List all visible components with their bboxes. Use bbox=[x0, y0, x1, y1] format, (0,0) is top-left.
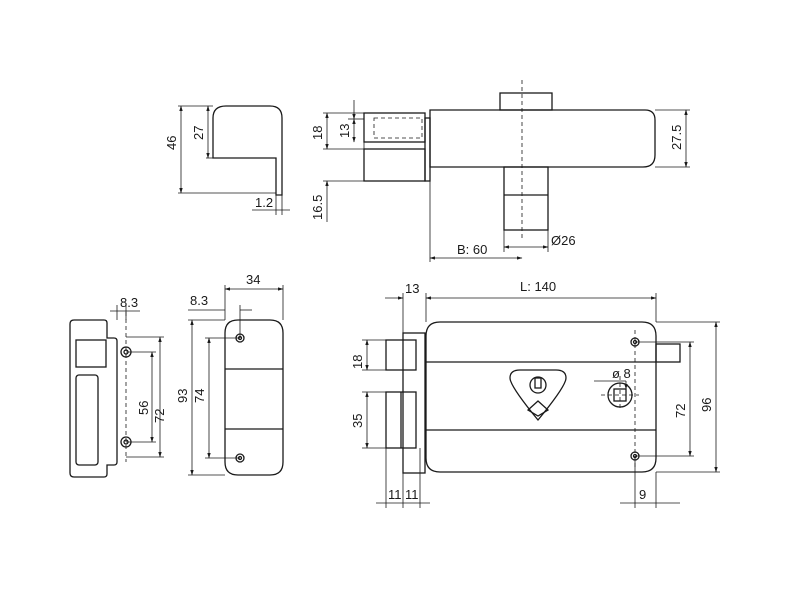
keeper-dim-93: 93 bbox=[175, 389, 190, 403]
keyhole-icon bbox=[529, 376, 547, 394]
side-view: 46 27 1.2 bbox=[164, 105, 290, 215]
front-view-key-escutcheon bbox=[509, 369, 567, 422]
keeper-dim-8-3: 8.3 bbox=[190, 293, 208, 308]
top-dim-18: 18 bbox=[310, 126, 325, 140]
front-dim-72: 72 bbox=[673, 404, 688, 418]
front-view-release-button bbox=[655, 343, 681, 363]
side-dim-1-2: 1.2 bbox=[255, 195, 273, 210]
front-view-case bbox=[425, 321, 657, 473]
top-dim-cylinder: Ø26 bbox=[551, 233, 576, 248]
strike-dim-8-3: 8.3 bbox=[120, 295, 138, 310]
strike-plate: 8.3 56 72 bbox=[69, 295, 167, 478]
front-dim-length: L: 140 bbox=[520, 279, 556, 294]
brand-logo-icon bbox=[526, 400, 550, 417]
top-dim-16-5: 16.5 bbox=[310, 195, 325, 220]
strike-dim-56: 56 bbox=[136, 401, 151, 415]
front-dim-13: 13 bbox=[405, 281, 419, 296]
front-dim-11b: 11 bbox=[405, 487, 419, 502]
top-view-cylinder-head bbox=[499, 92, 553, 111]
front-view-mount-plate bbox=[402, 332, 426, 474]
top-dim-backset: B: 60 bbox=[457, 242, 487, 257]
keeper-dim-74: 74 bbox=[192, 389, 207, 403]
front-dim-hole: ø 8 bbox=[612, 366, 631, 381]
top-dim-27-5: 27.5 bbox=[669, 125, 684, 150]
strike-dim-72: 72 bbox=[152, 409, 167, 423]
strike-plate-outline bbox=[69, 319, 118, 478]
top-view-case bbox=[429, 109, 656, 168]
front-dim-9: 9 bbox=[639, 487, 646, 502]
side-dim-27: 27 bbox=[191, 126, 206, 140]
top-view-mount-plate bbox=[424, 117, 431, 182]
top-view: 18 13 16.5 27.5 B: 60 Ø26 bbox=[310, 80, 690, 262]
front-view: ø 8 13 L: 140 18 35 11 11 72 96 bbox=[350, 279, 720, 508]
side-view-outline bbox=[212, 105, 283, 196]
keeper-dim-34: 34 bbox=[246, 272, 260, 287]
keeper: 34 8.3 93 74 bbox=[175, 272, 284, 476]
top-dim-13: 13 bbox=[337, 124, 352, 138]
front-dim-18: 18 bbox=[350, 355, 365, 369]
front-dim-96: 96 bbox=[699, 398, 714, 412]
keeper-outline bbox=[224, 319, 284, 476]
front-view-latch-bolt bbox=[385, 339, 417, 371]
front-dim-35: 35 bbox=[350, 414, 365, 428]
side-dim-46: 46 bbox=[164, 136, 179, 150]
front-dim-11a: 11 bbox=[388, 487, 402, 502]
top-view-cylinder bbox=[503, 166, 549, 231]
